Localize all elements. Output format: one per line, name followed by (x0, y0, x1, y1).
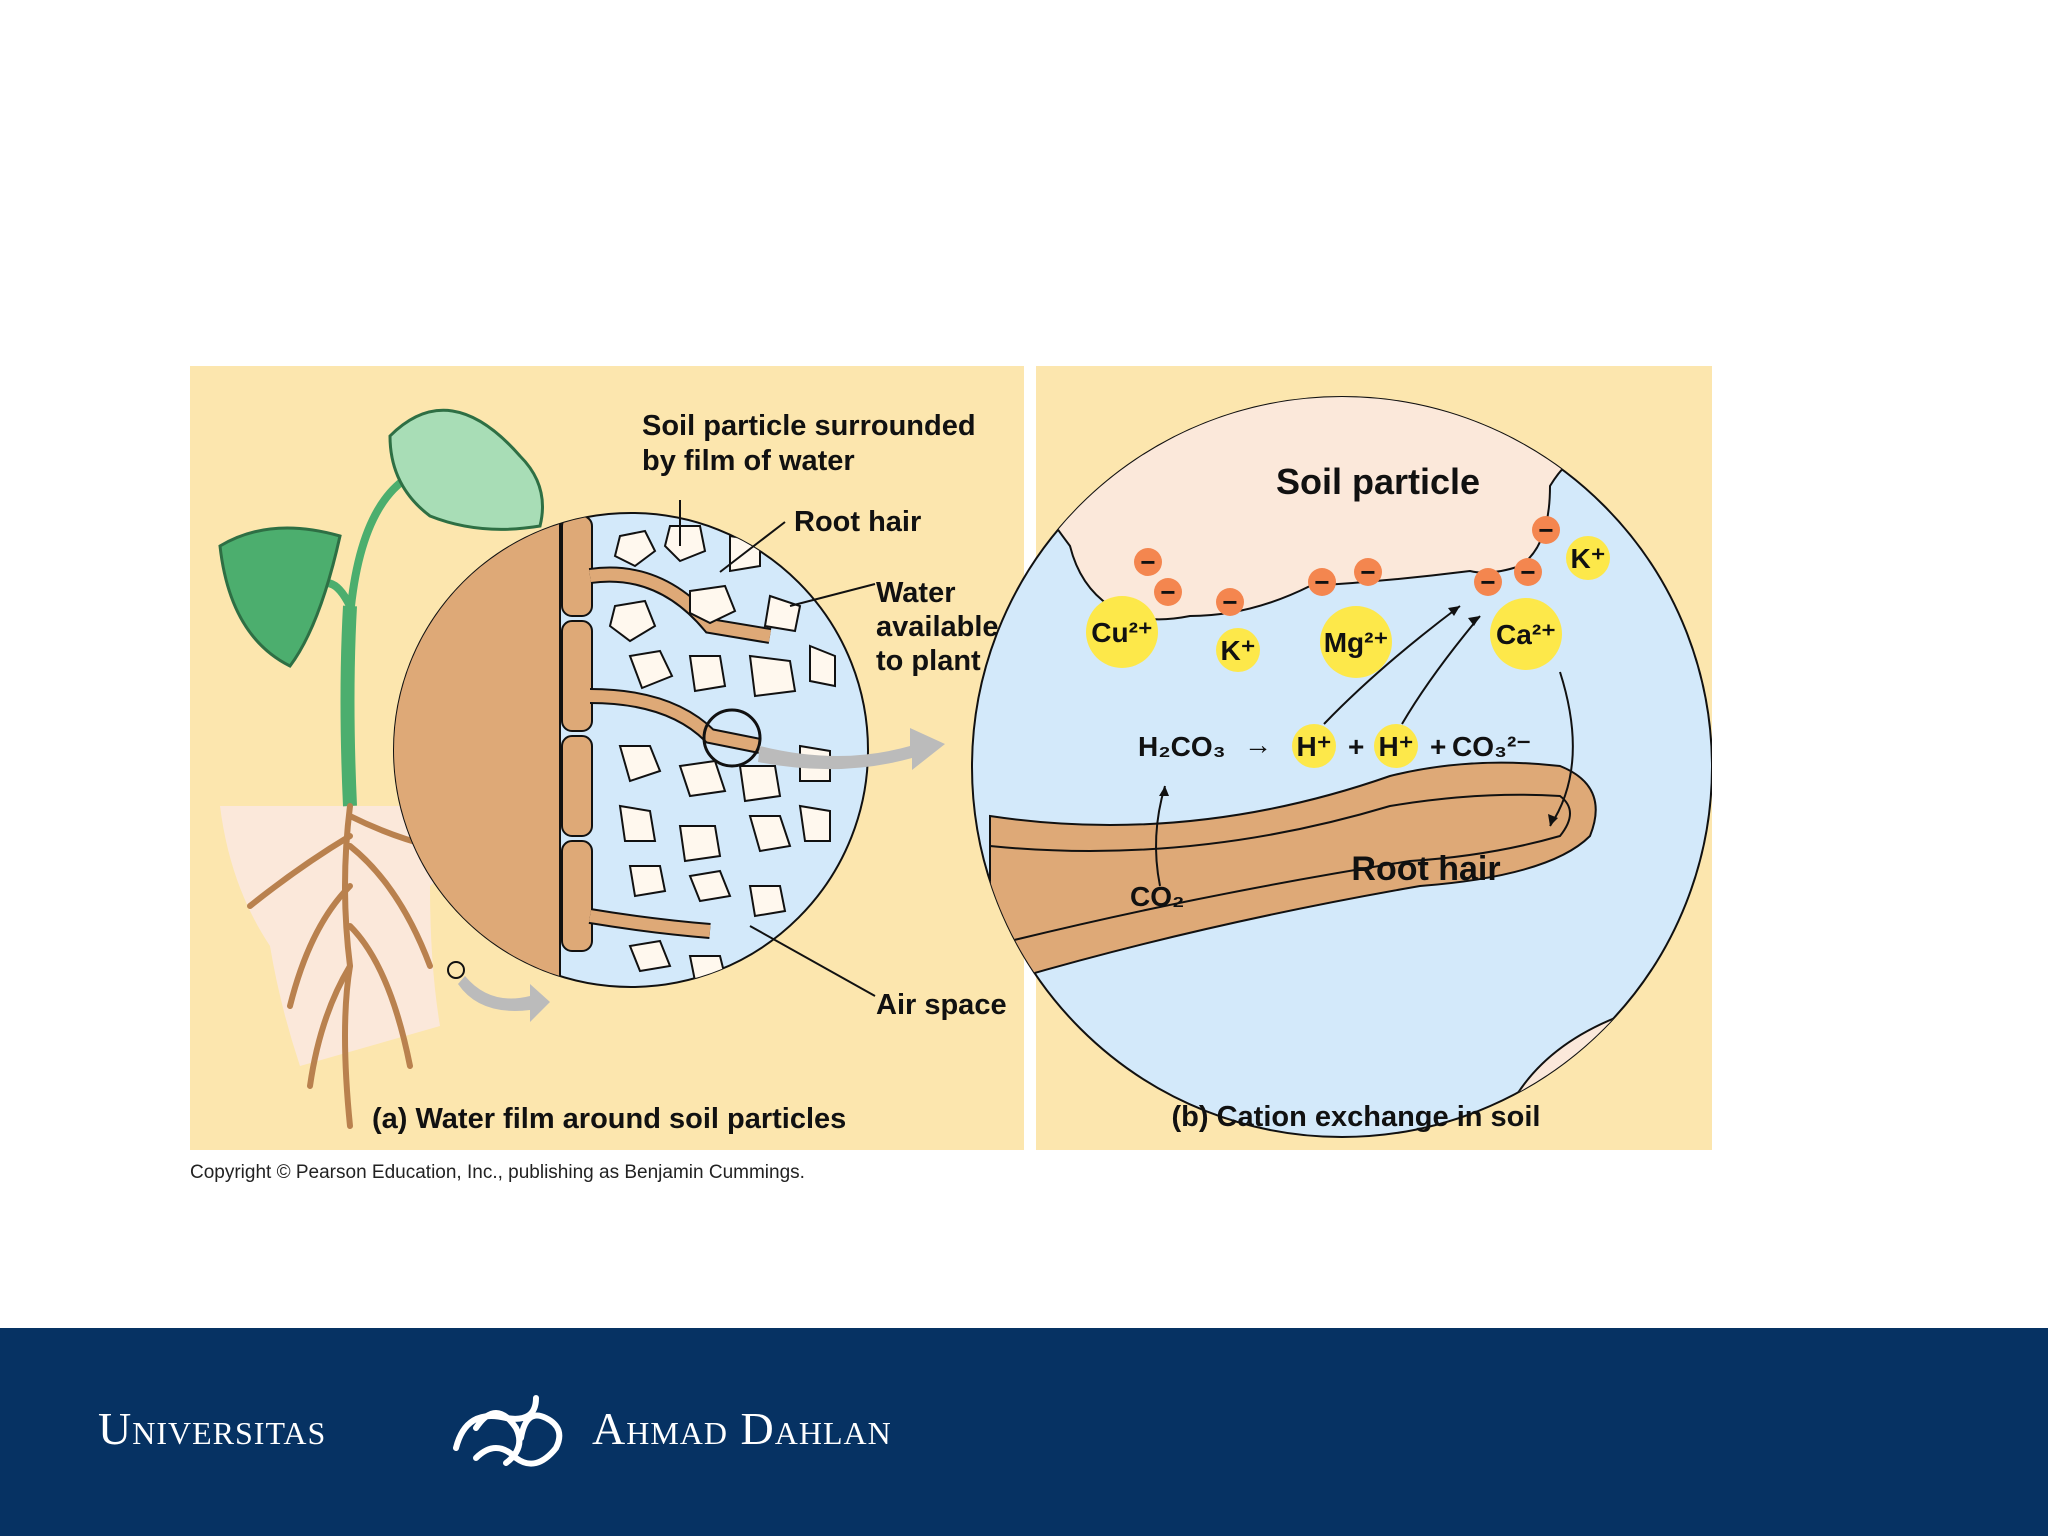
label-soil-particle-line2: by film of water (642, 445, 855, 477)
svg-text:−: − (1520, 557, 1535, 587)
svg-text:H⁺: H⁺ (1379, 731, 1414, 762)
svg-text:−: − (1314, 567, 1329, 597)
ion-k-mid (1216, 628, 1260, 672)
ion-ca (1490, 598, 1562, 670)
caption-a: (a) Water film around soil particles (372, 1103, 846, 1135)
eq-plus1: + (1348, 731, 1364, 762)
svg-text:K⁺: K⁺ (1221, 635, 1256, 666)
eq-co3: CO₃²⁻ (1452, 731, 1531, 762)
label-soil-particle-b: Soil particle (1276, 461, 1480, 502)
svg-text:H⁺: H⁺ (1297, 731, 1332, 762)
negative-charges: − − − − − − − − (1134, 515, 1560, 617)
footer-bar: Universitas Ahmad Dahlan (0, 1328, 2048, 1536)
svg-text:−: − (1480, 567, 1495, 597)
eq-plus2: + (1430, 731, 1446, 762)
arrow-to-circle-a (458, 976, 550, 1022)
brand-right: Ahmad Dahlan (592, 1403, 892, 1454)
caption-b: (b) Cation exchange in soil (1172, 1101, 1541, 1133)
svg-text:Cu²⁺: Cu²⁺ (1091, 617, 1152, 648)
eq-h2co3: H₂CO₃ (1138, 731, 1226, 762)
roots (247, 803, 433, 1129)
ion-h1 (1292, 724, 1336, 768)
arrows-b (1155, 605, 1574, 887)
plant-stem (340, 605, 357, 807)
university-logo (436, 1378, 576, 1478)
soil-ground (220, 806, 463, 1066)
svg-text:−: − (1360, 557, 1375, 587)
root-hair-shape (989, 761, 1597, 988)
svg-text:Mg²⁺: Mg²⁺ (1324, 627, 1389, 658)
leaf-top (388, 408, 544, 531)
svg-text:K⁺: K⁺ (1571, 543, 1606, 574)
label-root-hair-b: Root hair (1351, 850, 1500, 888)
soil-figure: Soil particle surrounded by film of wate… (190, 366, 1713, 1150)
label-water-line3: to plant (876, 645, 981, 677)
brand-left: Universitas (98, 1403, 327, 1454)
svg-text:−: − (1222, 587, 1237, 617)
eq-arrow: → (1244, 729, 1272, 760)
zoom-circle-marker (702, 708, 762, 768)
arrow-to-panel-b (758, 728, 945, 770)
label-water-line2: available (876, 611, 999, 643)
ion-h2 (1374, 724, 1418, 768)
ion-k-top (1566, 536, 1610, 580)
label-root-hair-a: Root hair (794, 506, 921, 538)
svg-text:−: − (1140, 547, 1155, 577)
label-co2: CO₂ (1130, 881, 1184, 912)
leader-lines-a (679, 500, 876, 997)
svg-text:−: − (1160, 577, 1175, 607)
label-water-line1: Water (876, 577, 956, 609)
svg-text:Ca²⁺: Ca²⁺ (1496, 619, 1556, 650)
svg-text:−: − (1538, 515, 1553, 545)
leaf-left (218, 526, 342, 668)
label-soil-particle-line1: Soil particle surrounded (642, 410, 976, 442)
ion-cu (1086, 596, 1158, 668)
label-air-space: Air space (876, 989, 1007, 1021)
magnify-marker-a (447, 961, 465, 979)
ion-mg (1320, 606, 1392, 678)
copyright-notice: Copyright © Pearson Education, Inc., pub… (190, 1162, 805, 1183)
